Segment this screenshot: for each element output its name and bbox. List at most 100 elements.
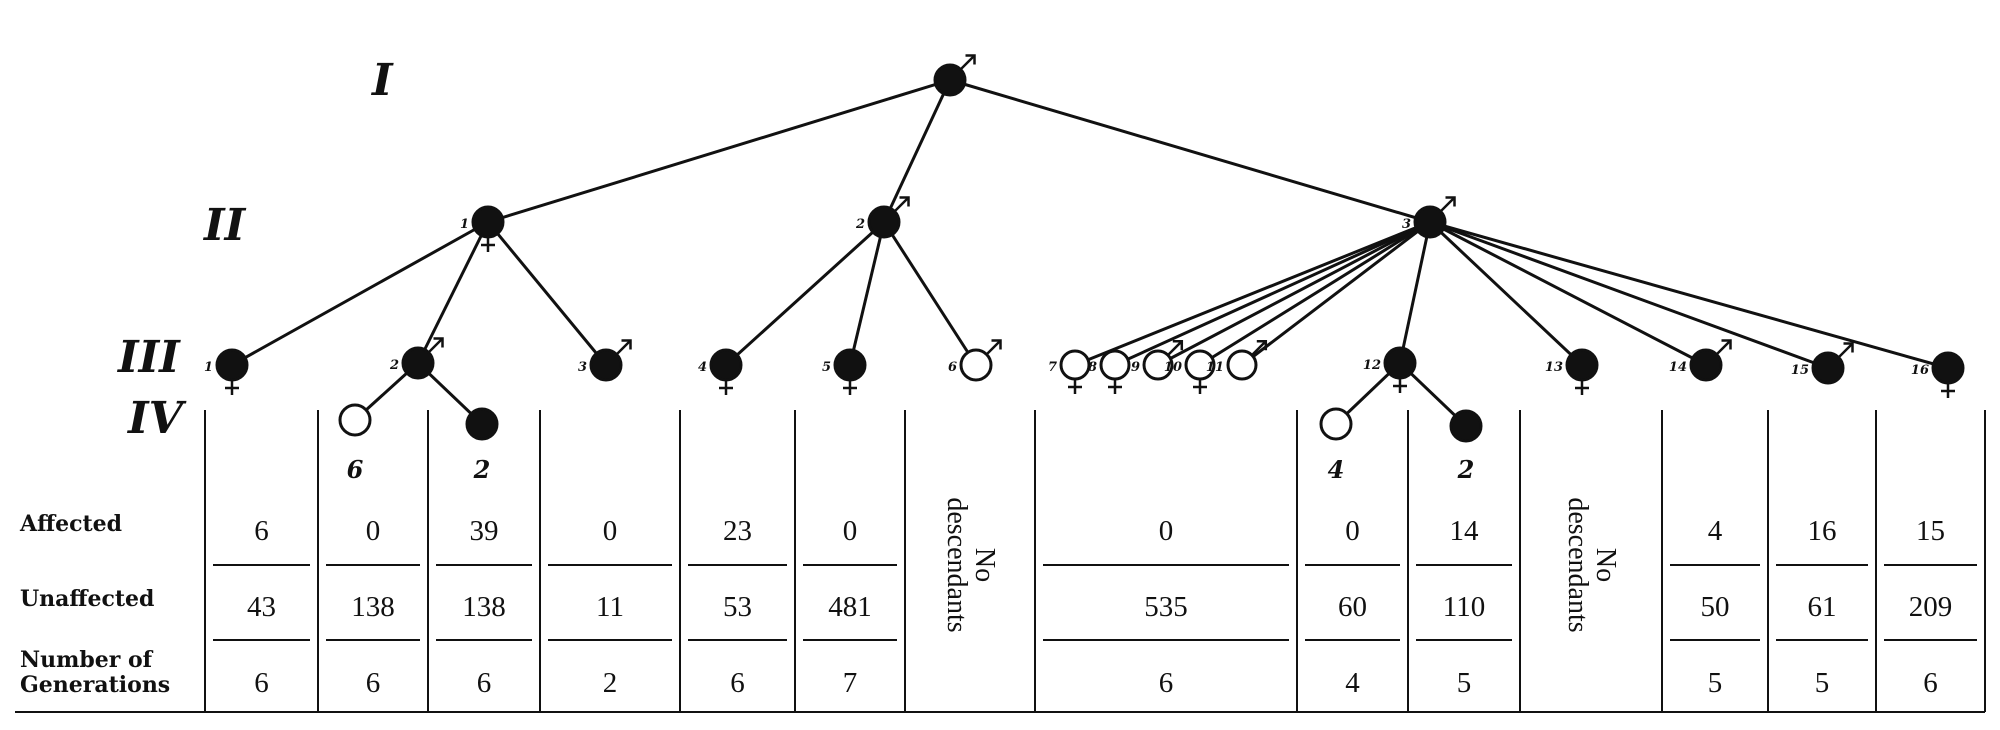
table-cell-generations: 2 [603,667,618,699]
pedigree-node-iii-13: 13 [1545,348,1599,395]
male-arrow-icon [615,340,631,356]
affected-individual-symbol [1811,351,1845,385]
table-cell-affected: 0 [1345,515,1360,547]
pedigree-edge-i-ii-2 [882,79,952,223]
table-cell-unaffected: 138 [351,591,395,623]
male-arrowhead-icon [965,54,976,65]
male-arrowhead-icon [899,196,910,207]
pedigree-edge-ii-3-iii-8 [1114,220,1431,367]
row-label-generations: Generations [20,672,170,698]
pedigree-node-iv-d [1449,409,1483,443]
table-cell-affected: 23 [723,515,752,547]
individual-number: 12 [1363,358,1381,373]
male-arrow-icon [1837,343,1853,359]
pedigree-node-iii-5: 5 [822,348,867,395]
pedigree-edge-i-ii-1 [487,78,951,224]
table-cell-generations: 6 [730,667,745,699]
pedigree-node-iv-c [1319,407,1353,441]
pedigree-node-iii-4: 4 [698,348,743,395]
male-arrow-icon [427,338,443,354]
individual-number: 13 [1545,360,1563,375]
pedigree-edge-ii-3-iii-11 [1241,220,1431,367]
male-arrow-icon [1250,341,1266,357]
pedigree-node-iii-7: 7 [1048,349,1091,394]
individual-number: 7 [1048,360,1057,375]
generation-iv-count: 4 [1328,455,1345,484]
table-cell-affected: 16 [1808,515,1837,547]
individual-number: 1 [204,360,213,375]
table-cell-affected: 0 [366,515,381,547]
table-column-4: 0 11 2 [548,515,672,699]
table-cell-unaffected: 535 [1144,591,1188,623]
pedigree-edge-ii-2-iii-4 [724,220,886,367]
individual-number: 10 [1164,360,1182,375]
pedigree-node-iii-8: 8 [1088,349,1131,394]
pedigree-edge-i-ii-3 [949,78,1431,224]
affected-individual-symbol [215,348,249,382]
pedigree-node-ii-3: 3 [1402,196,1456,239]
table-cell-generations: 4 [1345,667,1360,699]
pedigree-edge-ii-3-iii-15 [1429,220,1829,370]
pedigree-node-ii-1: 1 [460,205,505,252]
male-arrowhead-icon [1445,196,1456,207]
table-cell-generations: 6 [1923,667,1938,699]
male-arrow-icon [959,55,975,71]
table-cell-unaffected: 209 [1909,591,1953,623]
individual-number: 3 [1402,217,1411,232]
individual-number: 6 [948,360,957,375]
table-cell-unaffected: 138 [462,591,506,623]
affected-individual-symbol [1413,205,1447,239]
table-cell-unaffected: 11 [596,591,624,623]
pedigree-node-iii-10: 10 [1164,349,1216,394]
table-cell-affected: 15 [1916,515,1945,547]
male-arrowhead-icon [1721,339,1732,350]
pedigree-node-i [933,54,976,97]
affected-individual-symbol [471,205,505,239]
pedigree-node-iii-11: 11 [1206,339,1268,381]
male-arrowhead-icon [621,339,632,350]
male-arrow-icon [1439,197,1455,213]
unaffected-individual-symbol [1226,349,1258,381]
no-descendants-text: descendants [941,497,972,632]
pedigree-edge-ii-1-iii-1 [231,220,489,367]
affected-individual-symbol [1383,346,1417,380]
pedigree-edge-ii-3-iii-7 [1074,220,1431,367]
generation-label-ii: II [202,200,247,251]
table-cell-generations: 6 [1159,667,1174,699]
pedigree-node-iv-a [338,403,372,437]
table-cell-generations: 6 [366,667,381,699]
pedigree-node-iii-3: 3 [578,339,632,382]
table-cell-generations: 6 [254,667,269,699]
individual-number: 14 [1669,360,1687,375]
pedigree-edge-ii-2-iii-6 [882,221,978,366]
unaffected-individual-symbol [1059,349,1091,381]
table-cell-unaffected: 53 [723,591,752,623]
individual-number: 2 [389,358,399,373]
table-cell-affected: 4 [1708,515,1723,547]
affected-individual-symbol [465,407,499,441]
table-cell-affected: 0 [603,515,618,547]
individual-number: 4 [698,360,707,375]
unaffected-individual-symbol [1099,349,1131,381]
male-arrowhead-icon [1172,339,1184,351]
male-arrow-icon [1715,340,1731,356]
pedigree-node-iii-2: 2 [389,337,444,380]
table-cell-affected: 0 [843,515,858,547]
table-column-5: 23 53 6 [688,515,787,699]
individual-number: 3 [578,360,587,375]
unaffected-individual-symbol [1319,407,1353,441]
affected-individual-symbol [589,348,623,382]
pedigree-node-iii-12: 12 [1363,346,1417,393]
individual-number: 5 [822,360,831,375]
generation-iv-count: 2 [473,455,491,484]
affected-individual-symbol [709,348,743,382]
table-cell-unaffected: 61 [1808,591,1837,623]
male-arrow-icon [893,197,909,213]
table-column-2: 0 138 6 [326,515,420,699]
pedigree-edge-ii-3-iii-9 [1157,220,1431,367]
